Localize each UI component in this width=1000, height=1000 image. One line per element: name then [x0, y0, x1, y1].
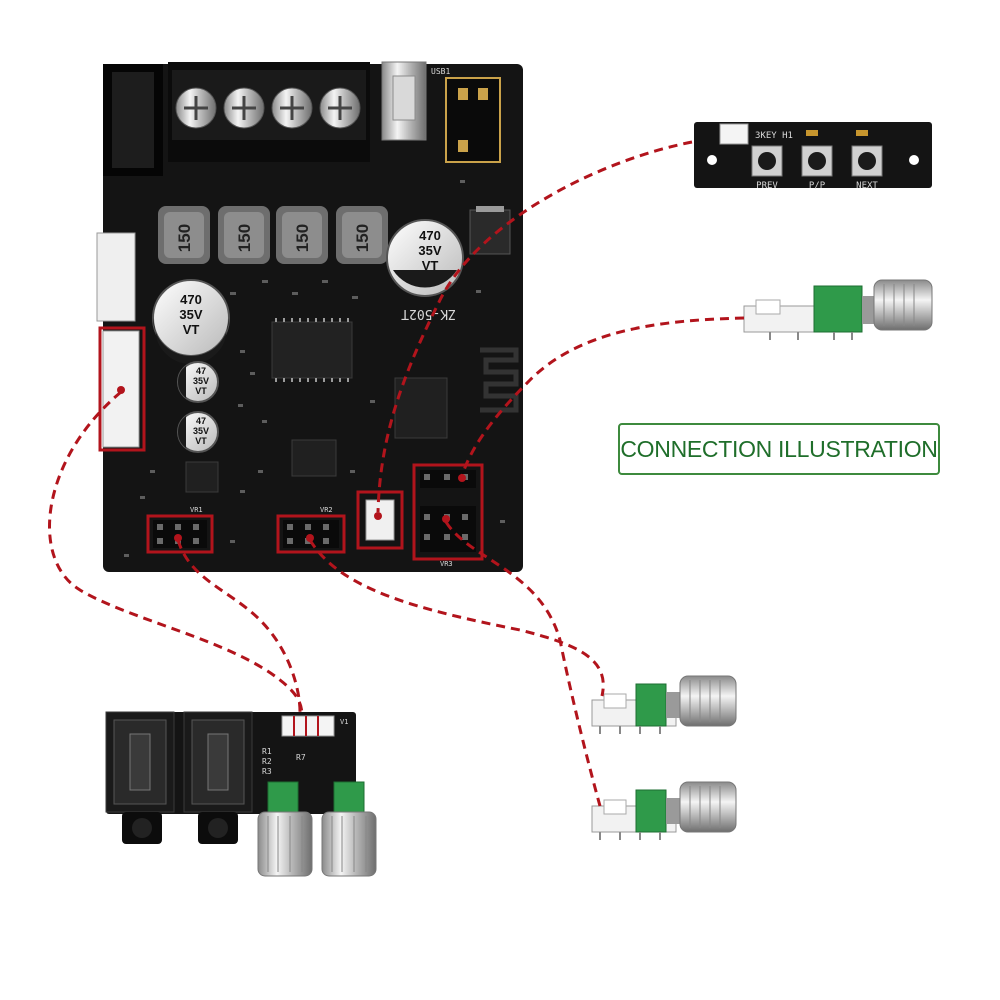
jack-label: R2	[262, 757, 272, 766]
bt-antenna	[480, 347, 519, 413]
cap-mark: VT	[195, 436, 207, 446]
cap-voltage: 35V	[179, 307, 202, 322]
amp-chip	[271, 321, 353, 379]
jack-board-version: V1	[340, 718, 348, 726]
regulator	[469, 209, 511, 255]
button-next: NEXT	[851, 145, 883, 191]
key-board: 3KEY H1 PREV P/P NEXT	[694, 122, 932, 191]
jack-label: R3	[262, 767, 272, 776]
cap-voltage: 35V	[193, 376, 209, 386]
connection-wires	[48, 140, 745, 807]
wire-pot-middle	[308, 539, 605, 697]
cap-value: 470	[419, 228, 441, 243]
potentiometer-middle	[591, 675, 737, 734]
cap-mark: VT	[183, 322, 200, 337]
capacitor-47-bottom: 47 35V VT	[177, 411, 219, 453]
screw-terminal	[168, 62, 370, 162]
jack-board: R1 R2 R3 R7 V1	[105, 711, 377, 877]
inductor-label: 150	[235, 224, 254, 252]
wire-jack-board	[48, 390, 304, 717]
knob-left	[257, 811, 313, 877]
key-board-header-label: 3KEY H1	[755, 131, 793, 141]
op-amp-chip-2	[185, 461, 219, 493]
wire-key-board	[376, 140, 693, 513]
wire-pot-bottom	[444, 521, 602, 807]
capacitor-47-top: 47 35V VT	[177, 361, 219, 403]
button-pp: P/P	[801, 145, 833, 191]
jack-board-connector	[281, 715, 335, 737]
header-vr3: VR3	[412, 463, 484, 568]
capacitor-470-left: 470 35V VT	[152, 279, 230, 365]
cap-value: 470	[180, 292, 202, 307]
audio-jack	[445, 77, 501, 163]
header-label: VR1	[190, 506, 203, 514]
wire-pot-top	[460, 316, 745, 477]
button-prev: PREV	[751, 145, 783, 191]
header-label: VR3	[440, 560, 453, 568]
button-label: P/P	[809, 181, 826, 191]
cap-value: 47	[196, 366, 206, 376]
usb-label: USB1	[431, 67, 450, 76]
cap-voltage: 35V	[418, 243, 441, 258]
key-board-connector	[719, 123, 749, 145]
inductor-label: 150	[293, 224, 312, 252]
connection-illustration-title: CONNECTION ILLUSTRATION	[618, 423, 940, 475]
header-vr2: VR2	[276, 506, 346, 554]
bt-chip	[394, 377, 448, 439]
header-vr1: VR1	[146, 506, 214, 554]
jack-label: R1	[262, 747, 272, 756]
side-connector-top	[96, 232, 136, 322]
knob-right	[321, 811, 377, 877]
jack-label: R7	[296, 753, 306, 762]
inductor-label: 150	[175, 224, 194, 252]
cap-mark: VT	[195, 386, 207, 396]
cap-mark: VT	[422, 258, 439, 273]
potentiometer-top	[743, 279, 933, 340]
wire-vr1	[176, 539, 302, 713]
key-connector	[356, 490, 404, 550]
header-label: VR2	[320, 506, 333, 514]
capacitor-470-right: 470 35V VT	[386, 219, 464, 297]
button-label: PREV	[756, 181, 778, 191]
cap-value: 47	[196, 416, 206, 426]
op-amp-chip-1	[291, 439, 337, 477]
potentiometer-bottom	[591, 781, 737, 840]
inductor-label: 150	[353, 224, 372, 252]
button-label: NEXT	[856, 181, 878, 191]
inductors: 150 150 150 150	[158, 206, 388, 264]
board-model: ZK-502T	[401, 306, 456, 321]
cap-voltage: 35V	[193, 426, 209, 436]
main-board: USB1 150 150 150 150 470 35V VT 470	[96, 61, 523, 572]
